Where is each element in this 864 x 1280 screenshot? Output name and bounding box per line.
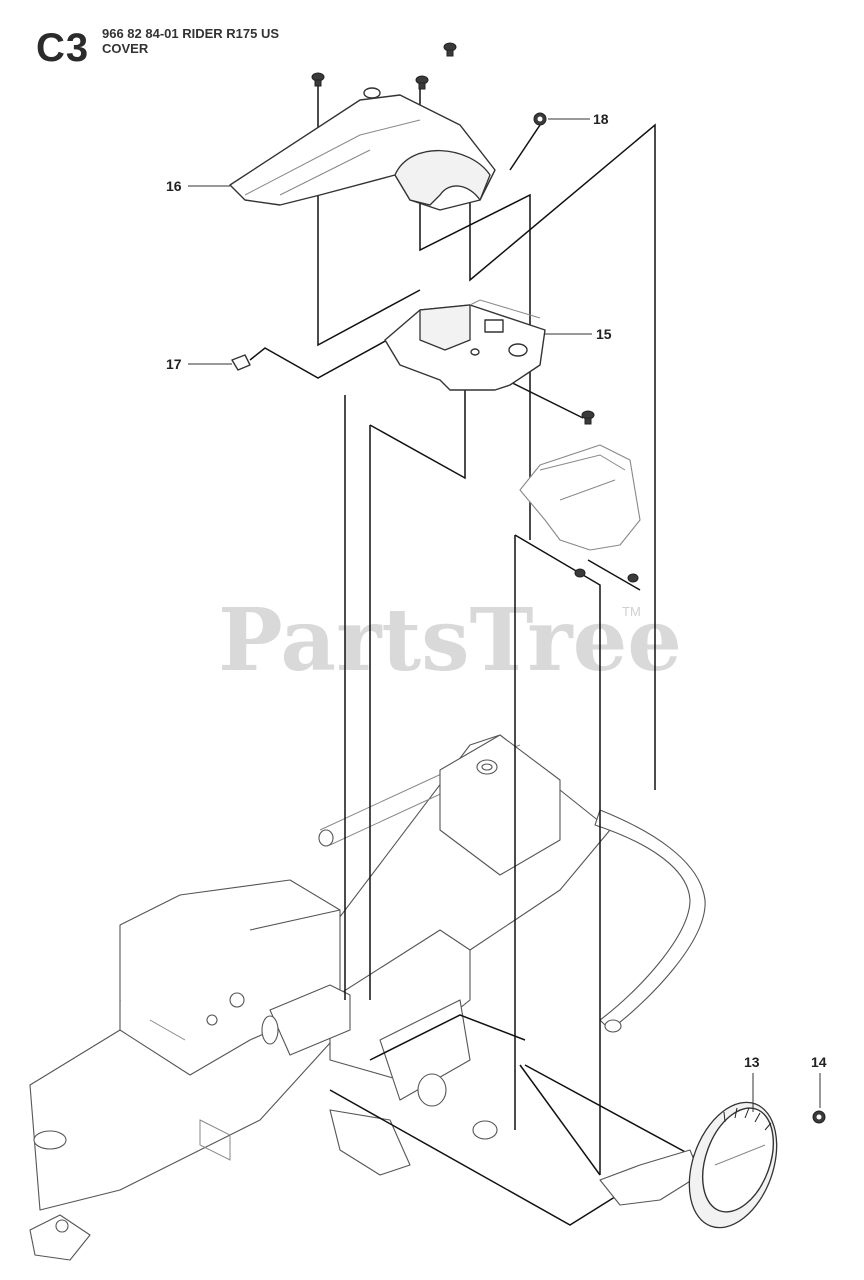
part-16-top-cover[interactable] [229, 87, 496, 211]
model-title: 966 82 84-01 RIDER R175 US [102, 26, 280, 41]
callout-16: 16 [166, 178, 182, 194]
chassis-frame [29, 734, 706, 1261]
callout-14: 14 [811, 1054, 827, 1070]
callout-13: 13 [744, 1054, 760, 1070]
section-code: C3 [36, 26, 90, 70]
watermark-text: PartsTree [218, 590, 682, 691]
part-14-nut[interactable] [812, 1110, 826, 1124]
screw-top-right [443, 42, 457, 57]
bolts-shield [574, 568, 639, 583]
screw-top-mid [415, 75, 429, 90]
part-18-nut[interactable] [533, 112, 547, 126]
callout-15: 15 [596, 326, 612, 342]
callout-17: 17 [166, 356, 182, 372]
section-title: COVER [102, 41, 149, 56]
screw-top-left [311, 72, 325, 87]
callout-18: 18 [593, 111, 609, 127]
part-17-clip[interactable] [231, 354, 251, 371]
callout-leaders [188, 118, 821, 1112]
watermark-trademark: TM [622, 604, 641, 619]
screw-dash [581, 410, 595, 425]
part-15-dash-cover[interactable] [384, 299, 546, 391]
part-13-hub-cover[interactable] [599, 1090, 793, 1240]
heat-shield [519, 444, 641, 551]
